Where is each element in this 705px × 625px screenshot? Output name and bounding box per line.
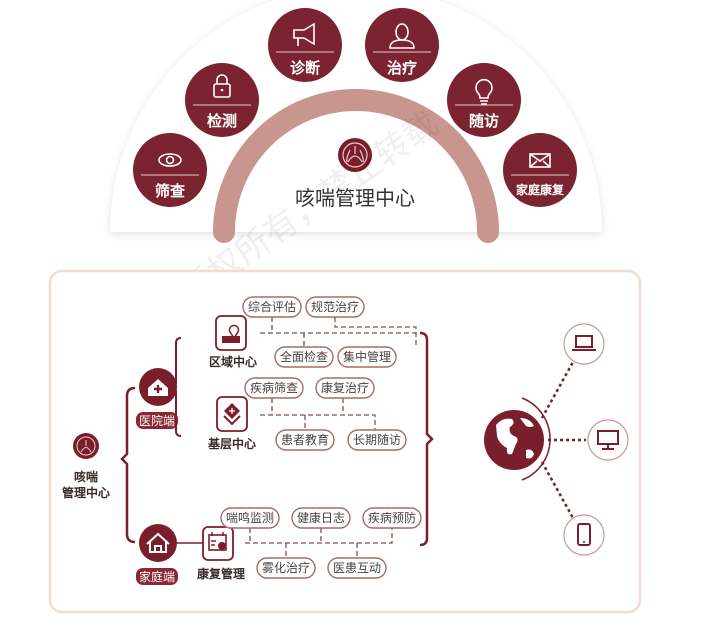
step-treatment: 治疗 xyxy=(365,8,439,82)
map-pin-icon xyxy=(222,324,240,343)
step-testing: 检测 xyxy=(185,63,259,137)
svg-text:疾病预防: 疾病预防 xyxy=(368,510,416,525)
svg-text:雾化治疗: 雾化治疗 xyxy=(262,561,310,575)
tag-pill: 全面检查 xyxy=(274,346,334,368)
root-logo xyxy=(73,433,99,459)
home-node: 家庭端 xyxy=(136,524,203,585)
lock-icon xyxy=(213,74,231,98)
primary-connectors xyxy=(260,398,376,430)
root-brace xyxy=(120,386,136,544)
svg-text:健康日志: 健康日志 xyxy=(297,510,345,525)
step-label: 筛查 xyxy=(155,182,186,200)
laptop-icon xyxy=(572,335,596,351)
regional-center-label: 区域中心 xyxy=(209,354,257,369)
svg-text:综合评估: 综合评估 xyxy=(248,299,296,314)
svg-text:患者教育: 患者教育 xyxy=(281,432,329,447)
layers-icon xyxy=(223,403,241,426)
lightbulb-icon xyxy=(475,78,493,105)
tag-pill: 雾化治疗 xyxy=(256,557,316,579)
center-logo xyxy=(338,138,372,172)
root-label-line1: 咳喘 xyxy=(74,469,98,484)
hospital-brace xyxy=(171,337,182,437)
step-label: 家庭康复 xyxy=(516,182,565,197)
calendar-edit-icon xyxy=(208,532,227,551)
svg-text:疾病筛查: 疾病筛查 xyxy=(250,380,298,395)
phone-icon xyxy=(577,523,591,546)
bottom-panel: 咳喘 管理中心 医院端 区域中心 综合评估 规范治疗 全面检查 集中管理 xyxy=(48,269,642,614)
tag-pill: 康复治疗 xyxy=(315,377,375,399)
svg-text:规范治疗: 规范治疗 xyxy=(311,299,359,314)
tag-pill: 疾病预防 xyxy=(362,507,422,529)
primary-center-label: 基层中心 xyxy=(207,436,256,451)
hospital-icon xyxy=(148,379,168,396)
svg-text:全面检查: 全面检查 xyxy=(280,349,328,364)
laptop-device xyxy=(563,323,605,365)
right-brace xyxy=(419,331,434,547)
step-label: 治疗 xyxy=(387,59,417,77)
svg-text:康复治疗: 康复治疗 xyxy=(321,380,369,395)
home-label: 家庭端 xyxy=(139,569,175,584)
device-connectors xyxy=(540,361,586,519)
phone-device xyxy=(563,514,605,556)
envelope-icon xyxy=(529,153,551,168)
tag-pill: 医患互动 xyxy=(327,557,387,579)
person-icon xyxy=(389,23,415,49)
svg-text:集中管理: 集中管理 xyxy=(343,349,391,364)
root-label-line2: 管理中心 xyxy=(62,485,110,500)
house-icon xyxy=(146,532,170,553)
svg-text:医患互动: 医患互动 xyxy=(333,561,381,575)
regional-center-node: 区域中心 xyxy=(209,315,257,369)
step-label: 检测 xyxy=(207,112,237,130)
megaphone-icon xyxy=(293,22,315,46)
hospital-node: 医院端 xyxy=(136,368,178,429)
svg-text:长期随访: 长期随访 xyxy=(353,432,401,447)
tag-pill: 长期随访 xyxy=(347,429,407,451)
tag-pill: 集中管理 xyxy=(337,346,397,368)
step-home-rehab: 家庭康复 xyxy=(503,133,577,207)
svg-text:喘鸣监测: 喘鸣监测 xyxy=(226,510,274,525)
eye-icon xyxy=(158,153,182,167)
step-followup: 随访 xyxy=(447,63,521,137)
tag-pill: 患者教育 xyxy=(275,429,335,451)
tag-pill: 健康日志 xyxy=(291,507,351,529)
primary-center-node: 基层中心 xyxy=(207,396,256,451)
rehab-label: 康复管理 xyxy=(197,566,245,581)
rehab-node: 康复管理 xyxy=(197,526,245,581)
tag-pill: 规范治疗 xyxy=(305,296,365,318)
hospital-label: 医院端 xyxy=(139,414,175,428)
top-panel: 咳喘管理中心 筛查 检测 诊断 治疗 xyxy=(110,0,602,243)
center-title: 咳喘管理中心 xyxy=(295,186,415,210)
step-diagnosis: 诊断 xyxy=(268,8,342,82)
tag-pill: 综合评估 xyxy=(242,296,302,318)
monitor-device xyxy=(587,419,629,461)
tag-pill: 喘鸣监测 xyxy=(220,507,280,529)
regional-connectors xyxy=(260,317,417,347)
step-screening: 筛查 xyxy=(133,133,207,207)
home-connectors xyxy=(245,528,393,558)
step-label: 随访 xyxy=(469,112,499,130)
step-label: 诊断 xyxy=(290,59,320,77)
tag-pill: 疾病筛查 xyxy=(244,377,304,399)
monitor-icon xyxy=(597,430,619,450)
center-arc xyxy=(213,89,499,243)
